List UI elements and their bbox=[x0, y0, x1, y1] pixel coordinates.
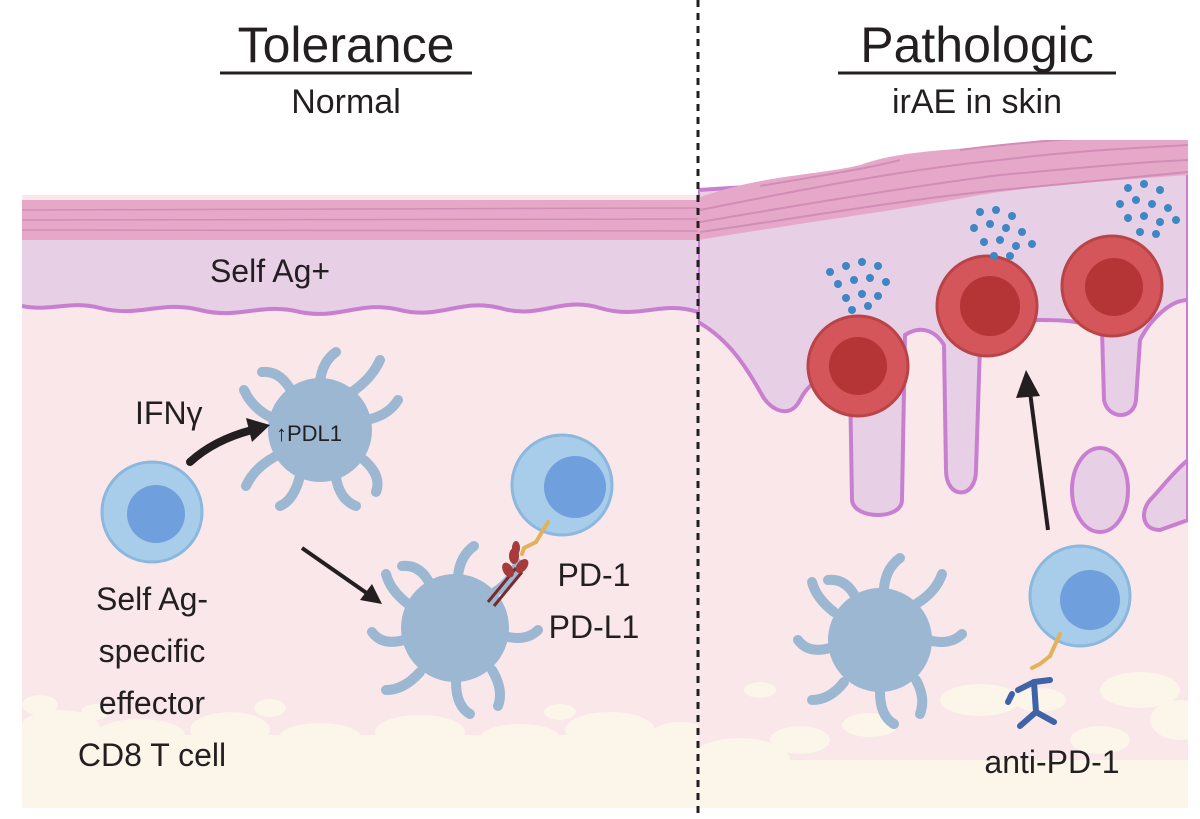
epidermis-label: Self Ag+ bbox=[210, 253, 330, 289]
pd1-receptor-left bbox=[520, 520, 550, 556]
tcell-label-line-4: CD8 T cell bbox=[78, 737, 226, 773]
dc-marker-label: ↑PDL1 bbox=[276, 421, 342, 446]
pdl1-ligand-left bbox=[486, 541, 529, 607]
dendritic-cell-right bbox=[793, 553, 967, 729]
dendritic-cell-lower bbox=[367, 541, 543, 719]
keratinocyte-2 bbox=[935, 254, 1039, 358]
epidermis-left bbox=[22, 238, 698, 314]
right-title: Pathologic bbox=[860, 17, 1094, 73]
release-dots-1 bbox=[826, 258, 890, 314]
infiltration-arrowhead bbox=[1016, 370, 1040, 398]
left-subtitle: Normal bbox=[291, 83, 401, 121]
cytokine-label: IFNγ bbox=[135, 395, 203, 431]
tcell-label-line-3: effector bbox=[99, 685, 205, 721]
ligand-label: PD-L1 bbox=[549, 609, 640, 645]
tcell-label-line-1: Self Ag- bbox=[96, 581, 208, 617]
dendritic-cell-upper bbox=[239, 347, 403, 511]
receptor-label: PD-1 bbox=[558, 557, 631, 593]
tcell-label-line-2: specific bbox=[99, 633, 206, 669]
keratinocyte-3 bbox=[1060, 234, 1164, 338]
right-subtitle: irAE in skin bbox=[892, 83, 1062, 121]
basement-membrane-left bbox=[22, 302, 698, 316]
cd8-t-cell-right bbox=[1028, 544, 1132, 648]
antibody-label: anti-PD-1 bbox=[984, 744, 1119, 780]
right-panel bbox=[698, 140, 1188, 808]
migration-arrow bbox=[300, 546, 370, 596]
infiltration-arrow bbox=[1028, 391, 1050, 531]
left-title: Tolerance bbox=[238, 17, 455, 73]
dermal-papilla bbox=[1070, 446, 1130, 534]
subcutis-left bbox=[22, 695, 698, 808]
anti-pd1-antibody bbox=[1005, 677, 1057, 729]
ifng-arrow bbox=[186, 426, 256, 466]
migration-arrowhead bbox=[360, 584, 382, 604]
left-panel bbox=[22, 195, 698, 808]
release-dots-3 bbox=[1116, 180, 1180, 238]
cd8-t-cell-engaged bbox=[510, 433, 614, 537]
epidermis-right bbox=[698, 157, 1188, 533]
cd8-t-cell-left bbox=[100, 460, 204, 564]
pd1-receptor-right bbox=[1030, 632, 1062, 670]
subcutis-right bbox=[698, 672, 1188, 808]
keratinocyte-1 bbox=[806, 314, 910, 418]
release-dots-2 bbox=[970, 206, 1036, 260]
ifng-arrowhead bbox=[246, 418, 270, 442]
